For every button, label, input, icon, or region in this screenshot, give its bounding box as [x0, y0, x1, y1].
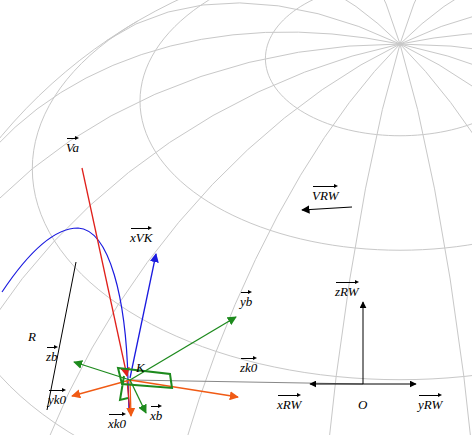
radius-line: [47, 262, 76, 410]
vector-label: zb: [46, 345, 58, 364]
point-label: K: [136, 356, 145, 375]
airspeed-vector: [82, 168, 127, 376]
vector-label: xRW: [277, 393, 301, 412]
vector-label: xVK: [130, 226, 152, 245]
vector-label: xk0: [108, 412, 126, 431]
velocity-axis: [130, 254, 156, 378]
y-rw-axis: [363, 384, 416, 385]
z-b-axis: [74, 362, 130, 380]
dimension-label: R: [28, 325, 36, 344]
wind-vector: [302, 207, 352, 210]
vector-label: xb: [150, 404, 162, 423]
vector-label: yRW: [418, 393, 442, 412]
vector-label: zk0: [240, 356, 257, 375]
vector-label: yk0: [48, 388, 66, 407]
vector-label: VRW: [312, 184, 338, 203]
x-rw-axis: [310, 384, 363, 385]
z-k0-axis: [130, 380, 238, 397]
point-label: O: [358, 393, 367, 412]
vector-label: yb: [240, 290, 252, 309]
position-line: [130, 380, 363, 384]
vector-label: Va: [66, 136, 79, 155]
glider-symbol: [118, 368, 172, 400]
z-rw-axis: [363, 302, 364, 384]
trajectory: [2, 228, 129, 412]
vector-label: zRW: [335, 280, 359, 299]
